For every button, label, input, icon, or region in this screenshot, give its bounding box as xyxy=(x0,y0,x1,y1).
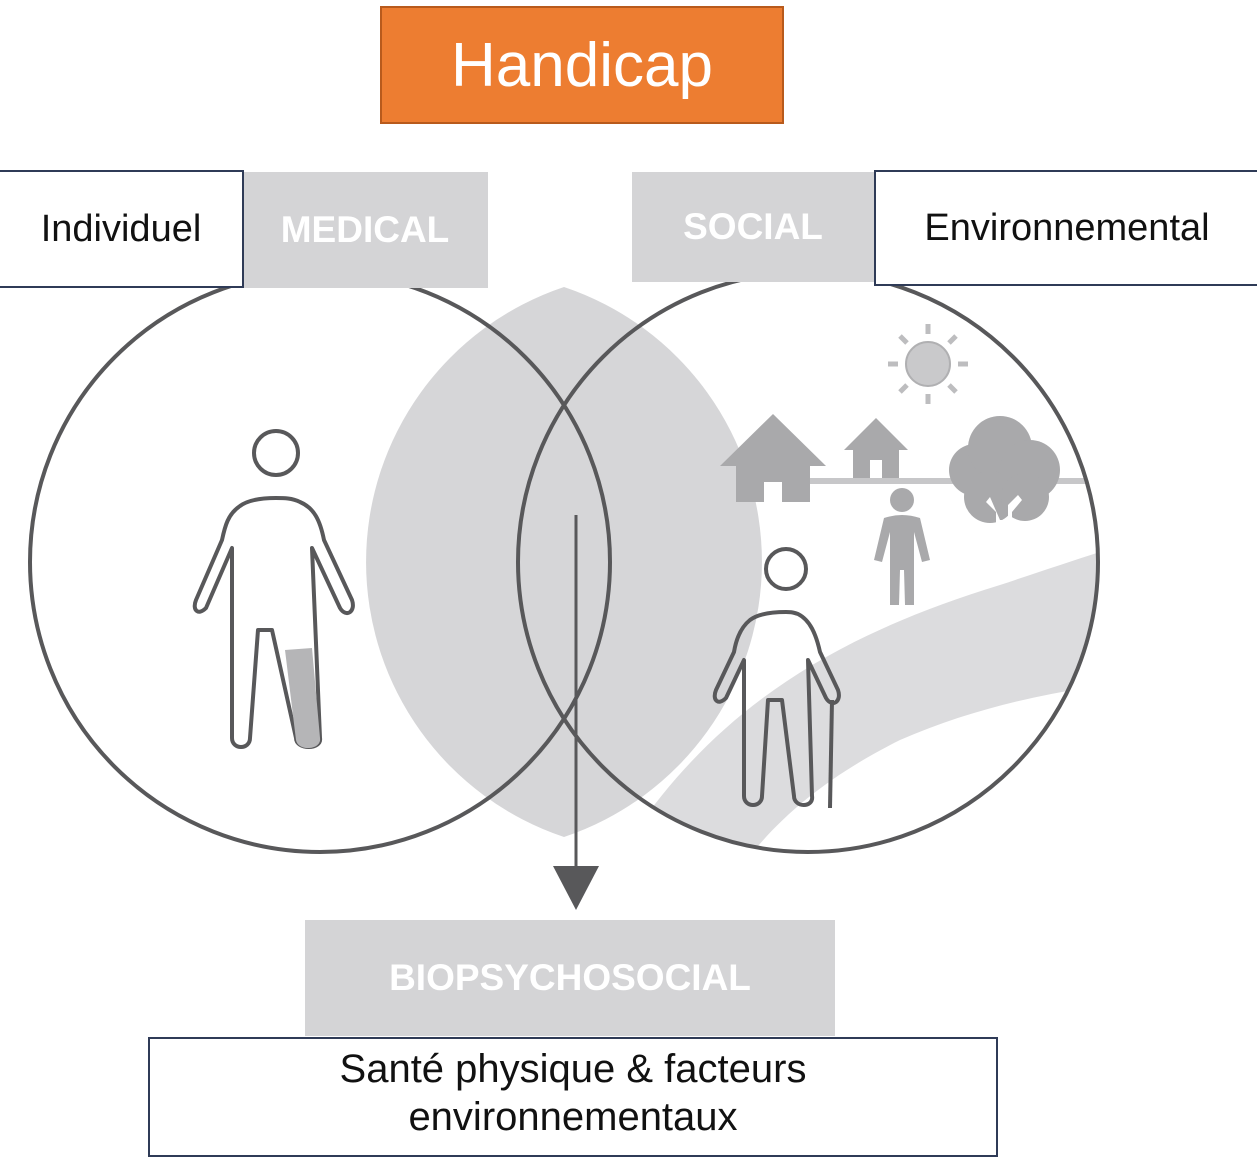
individuel-label: Individuel xyxy=(0,170,244,288)
elderly-person-icon xyxy=(712,547,841,809)
house-icon xyxy=(720,414,826,502)
intersection-lens xyxy=(366,287,762,837)
page-title: Handicap xyxy=(380,6,784,124)
biopsychosocial-label: BIOPSYCHOSOCIAL xyxy=(305,920,835,1036)
road xyxy=(610,540,1098,852)
person-icon xyxy=(192,429,355,749)
house-icon xyxy=(844,418,908,478)
summary-box: Santé physique & facteurs environnementa… xyxy=(148,1037,998,1157)
social-label: SOCIAL xyxy=(632,172,874,282)
person-icon xyxy=(874,488,930,605)
summary-line-1: Santé physique & facteurs xyxy=(339,1047,807,1091)
summary-line-2: environnementaux xyxy=(408,1095,738,1139)
sun-icon xyxy=(888,324,968,404)
medical-label: MEDICAL xyxy=(242,172,488,288)
tree-icon xyxy=(949,416,1060,550)
environnemental-label: Environnemental xyxy=(874,170,1257,286)
arrow-down-icon xyxy=(553,515,599,910)
leg-impairment-highlight xyxy=(285,648,321,749)
